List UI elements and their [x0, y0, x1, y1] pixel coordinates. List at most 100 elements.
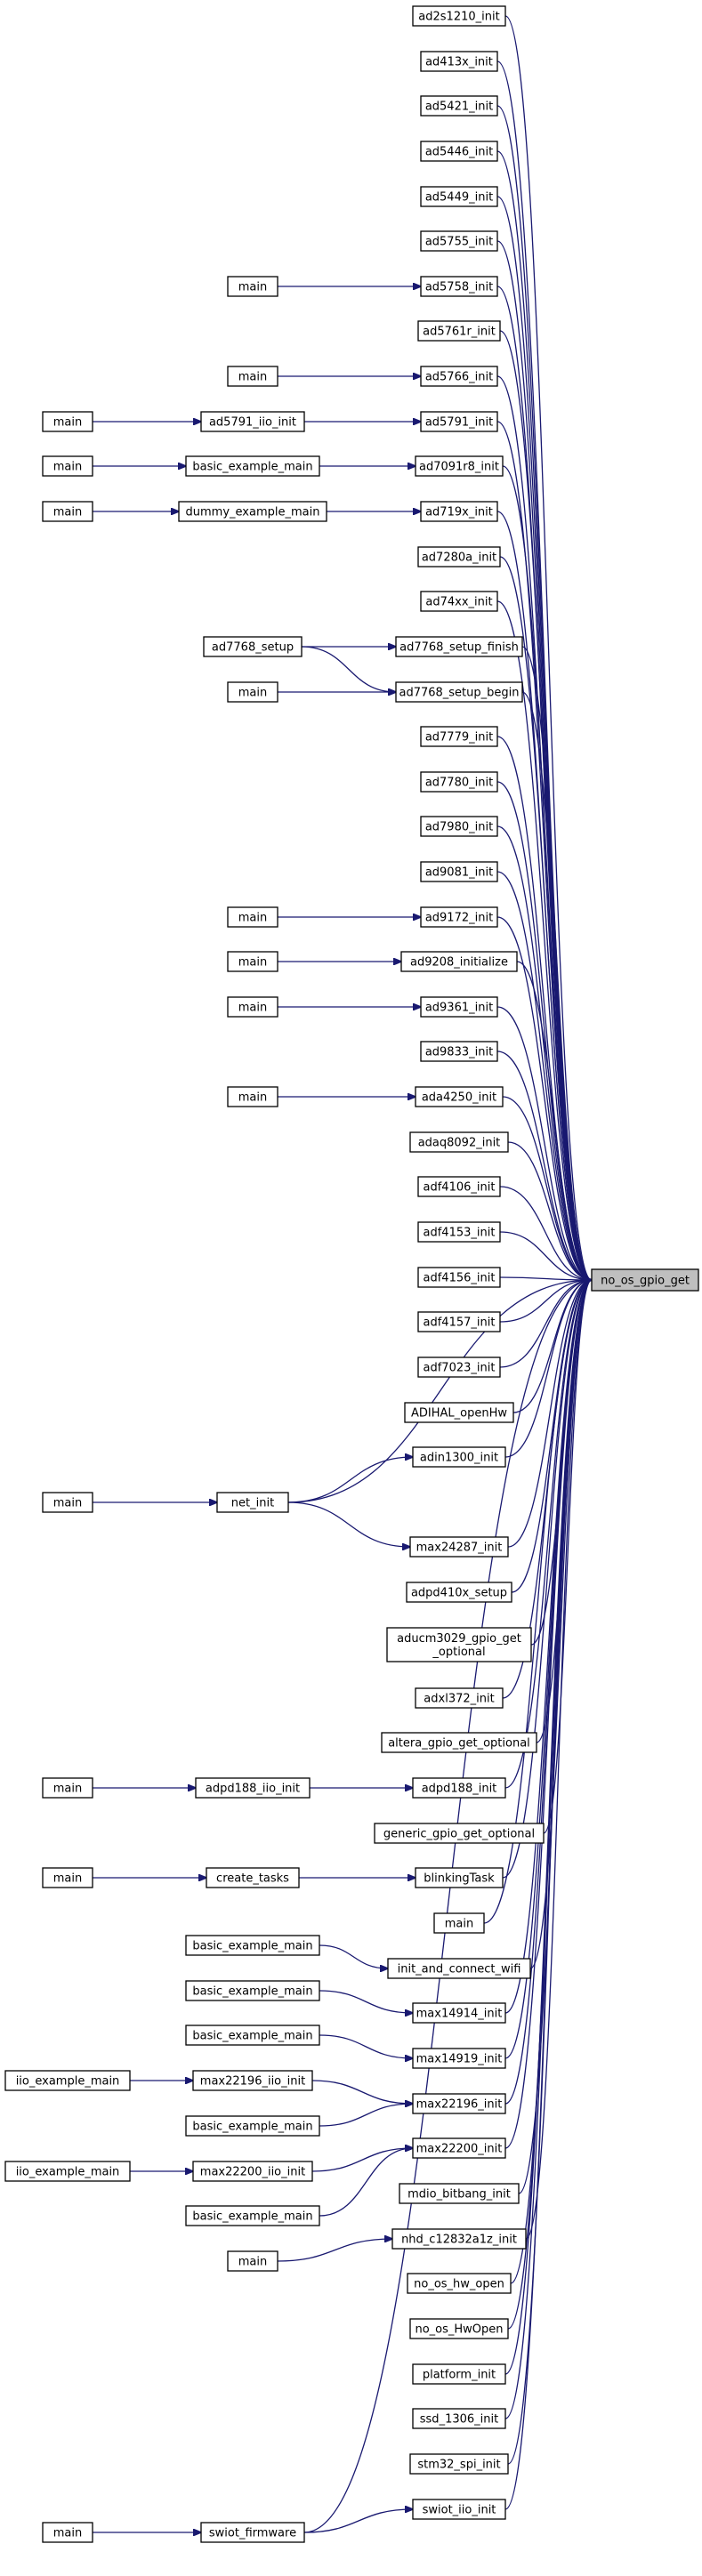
node-box[interactable] — [395, 636, 523, 657]
node-main_swiot[interactable]: main — [42, 2522, 93, 2543]
node-ad7768_setup_begin[interactable]: ad7768_setup_begin — [395, 681, 523, 703]
node-box[interactable] — [42, 501, 93, 522]
node-ad7980_init[interactable]: ad7980_init — [420, 816, 498, 837]
node-ad7780_init[interactable]: ad7780_init — [420, 771, 498, 793]
node-box[interactable] — [42, 1492, 93, 1513]
node-main_direct[interactable]: main — [433, 1912, 485, 1934]
node-box[interactable] — [192, 2070, 313, 2091]
node-basic_example_main_14914[interactable]: basic_example_main — [185, 1980, 320, 2001]
node-adin1300_init[interactable]: adin1300_init — [412, 1446, 506, 1468]
node-box[interactable] — [420, 861, 498, 882]
node-box[interactable] — [412, 1446, 506, 1468]
node-box[interactable] — [412, 5, 506, 27]
node-box[interactable] — [409, 2453, 509, 2475]
node-nhd_c12832a1z_init[interactable]: nhd_c12832a1z_init — [391, 2228, 527, 2250]
node-blinkingTask[interactable]: blinkingTask — [415, 1867, 504, 1888]
node-box[interactable] — [381, 1732, 537, 1753]
node-ad9361_init[interactable]: ad9361_init — [420, 996, 498, 1018]
node-box[interactable] — [185, 2025, 320, 2046]
node-no_os_gpio_get[interactable]: no_os_gpio_get — [591, 1268, 699, 1292]
node-box[interactable] — [185, 2115, 320, 2137]
node-box[interactable] — [42, 411, 93, 432]
node-box[interactable] — [420, 501, 498, 522]
node-create_tasks[interactable]: create_tasks — [206, 1867, 300, 1888]
node-adxl372_init[interactable]: adxl372_init — [415, 1687, 504, 1709]
node-ssd_1306_init[interactable]: ssd_1306_init — [412, 2408, 506, 2429]
node-box[interactable] — [412, 2048, 506, 2069]
node-ad7091r8_init[interactable]: ad7091r8_init — [415, 455, 504, 477]
node-box[interactable] — [4, 2161, 131, 2182]
node-init_and_connect_wifi[interactable]: init_and_connect_wifi — [387, 1958, 531, 1979]
node-box[interactable] — [386, 1627, 532, 1662]
node-max24287_init[interactable]: max24287_init — [409, 1536, 509, 1558]
node-box[interactable] — [227, 276, 278, 297]
node-max22200_iio_init[interactable]: max22200_iio_init — [192, 2161, 313, 2182]
node-box[interactable] — [420, 95, 498, 117]
node-adf7023_init[interactable]: adf7023_init — [417, 1356, 501, 1378]
node-ad2s1210_init[interactable]: ad2s1210_init — [412, 5, 506, 27]
node-ad7779_init[interactable]: ad7779_init — [420, 726, 498, 747]
node-box[interactable] — [227, 1086, 278, 1107]
node-aducm3029_gpio_get_optional[interactable]: aducm3029_gpio_get_optional — [386, 1627, 532, 1662]
node-altera_gpio_get_optional[interactable]: altera_gpio_get_optional — [381, 1732, 537, 1753]
node-max22196_init[interactable]: max22196_init — [412, 2093, 506, 2114]
node-box[interactable] — [420, 411, 498, 432]
node-iio_example_main_22196[interactable]: iio_example_main — [4, 2070, 131, 2091]
node-adpd188_init[interactable]: adpd188_init — [412, 1777, 506, 1799]
node-ad5761r_init[interactable]: ad5761r_init — [417, 320, 501, 342]
node-box[interactable] — [227, 906, 278, 928]
node-box[interactable] — [417, 1267, 501, 1288]
node-box[interactable] — [417, 1221, 501, 1243]
node-ad5791_init[interactable]: ad5791_init — [420, 411, 498, 432]
node-box[interactable] — [420, 816, 498, 837]
node-box[interactable] — [415, 455, 504, 477]
node-main_ad7768[interactable]: main — [227, 681, 278, 703]
node-basic_example_main_14919[interactable]: basic_example_main — [185, 2025, 320, 2046]
node-box[interactable] — [185, 1935, 320, 1956]
node-box[interactable] — [420, 141, 498, 162]
node-box[interactable] — [420, 1041, 498, 1062]
node-main_ad7091[interactable]: main — [42, 455, 93, 477]
node-box[interactable] — [227, 2250, 278, 2272]
node-main_ada4250[interactable]: main — [227, 1086, 278, 1107]
node-box[interactable] — [399, 2183, 520, 2204]
node-box[interactable] — [203, 636, 303, 657]
node-box[interactable] — [391, 2228, 527, 2250]
node-main_ad9361[interactable]: main — [227, 996, 278, 1018]
node-no_os_hw_open[interactable]: no_os_hw_open — [407, 2273, 512, 2294]
node-adf4106_init[interactable]: adf4106_init — [417, 1176, 501, 1197]
node-dummy_example_main[interactable]: dummy_example_main — [178, 501, 327, 522]
node-iio_example_main_22200[interactable]: iio_example_main — [4, 2161, 131, 2182]
node-max22196_iio_init[interactable]: max22196_iio_init — [192, 2070, 313, 2091]
node-main_adpd188[interactable]: main — [42, 1777, 93, 1799]
node-box[interactable] — [420, 51, 498, 72]
node-max14914_init[interactable]: max14914_init — [412, 2002, 506, 2024]
node-box[interactable] — [412, 2408, 506, 2429]
node-box[interactable] — [216, 1492, 289, 1513]
node-adpd188_iio_init[interactable]: adpd188_iio_init — [195, 1777, 311, 1799]
node-box[interactable] — [412, 2499, 506, 2520]
node-max22200_init[interactable]: max22200_init — [412, 2137, 506, 2159]
node-box[interactable] — [409, 1536, 509, 1558]
node-ad7280a_init[interactable]: ad7280a_init — [417, 546, 501, 568]
node-main_nhd[interactable]: main — [227, 2250, 278, 2272]
node-swiot_firmware[interactable]: swiot_firmware — [200, 2522, 305, 2543]
node-basic_example_main_22200[interactable]: basic_example_main — [185, 2205, 320, 2226]
node-box[interactable] — [591, 1268, 699, 1292]
node-platform_init[interactable]: platform_init — [412, 2363, 506, 2385]
node-ad5449_init[interactable]: ad5449_init — [420, 186, 498, 207]
node-ad5755_init[interactable]: ad5755_init — [420, 230, 498, 252]
node-box[interactable] — [417, 320, 501, 342]
node-max14919_init[interactable]: max14919_init — [412, 2048, 506, 2069]
node-basic_example_main_ad7091[interactable]: basic_example_main — [185, 455, 320, 477]
node-box[interactable] — [409, 1131, 509, 1153]
node-box[interactable] — [415, 1086, 504, 1107]
node-box[interactable] — [192, 2161, 313, 2182]
node-box[interactable] — [227, 681, 278, 703]
node-box[interactable] — [200, 2522, 305, 2543]
node-stm32_spi_init[interactable]: stm32_spi_init — [409, 2453, 509, 2475]
node-adpd410x_setup[interactable]: adpd410x_setup — [406, 1582, 512, 1603]
node-box[interactable] — [412, 2137, 506, 2159]
node-box[interactable] — [420, 186, 498, 207]
node-box[interactable] — [420, 230, 498, 252]
